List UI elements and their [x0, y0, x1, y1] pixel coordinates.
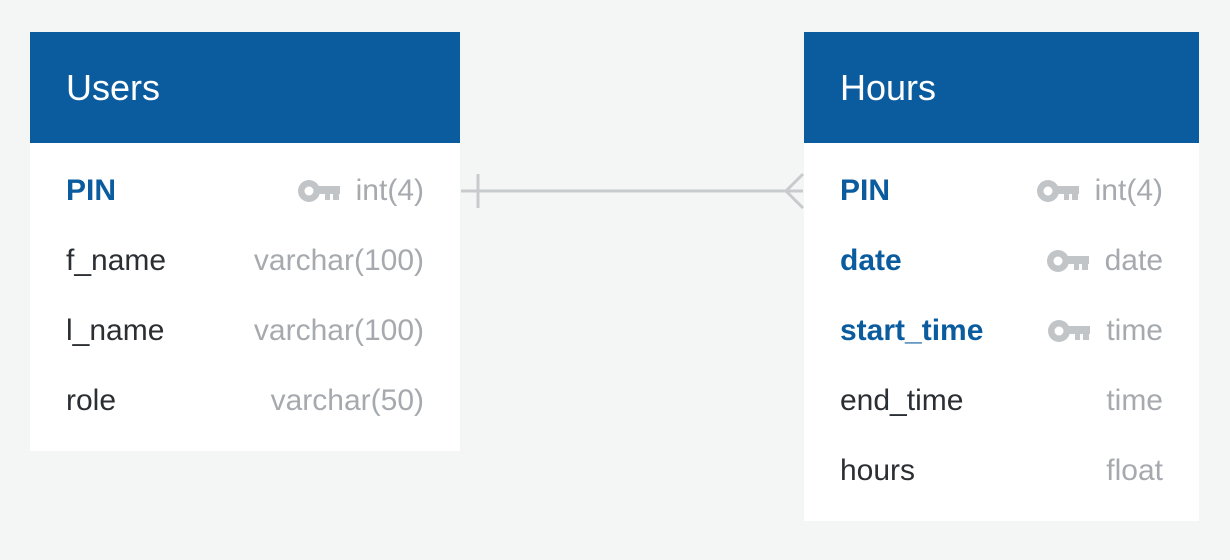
column-row[interactable]: role varchar(50)	[30, 366, 460, 436]
column-name: f_name	[66, 244, 167, 277]
column-name: l_name	[66, 314, 165, 347]
key-icon	[1036, 179, 1079, 203]
hours-table[interactable]: Hours PIN int(4) date date start_time	[804, 32, 1199, 521]
column-type: int(4)	[1094, 174, 1163, 207]
column-row[interactable]: PIN int(4)	[30, 156, 460, 226]
column-name: PIN	[840, 174, 891, 207]
column-row[interactable]: hours float	[804, 436, 1199, 506]
column-type: varchar(100)	[253, 314, 424, 347]
users-table[interactable]: Users PIN int(4) f_name varchar(100) l_n…	[30, 32, 460, 451]
column-row[interactable]: f_name varchar(100)	[30, 226, 460, 296]
column-name: PIN	[66, 174, 117, 207]
column-list: PIN int(4) date date start_time	[804, 143, 1199, 506]
many-cardinality-marker	[783, 172, 805, 210]
column-name: start_time	[840, 314, 984, 347]
column-name: date	[840, 244, 902, 277]
column-row[interactable]: l_name varchar(100)	[30, 296, 460, 366]
column-type: varchar(100)	[253, 244, 424, 277]
column-type: time	[1106, 384, 1163, 417]
key-icon	[1048, 319, 1091, 343]
column-type: float	[1106, 454, 1163, 487]
column-name: hours	[840, 454, 916, 487]
key-icon	[1046, 249, 1089, 273]
column-type: varchar(50)	[270, 384, 424, 417]
key-icon	[297, 179, 340, 203]
column-type: date	[1104, 244, 1163, 277]
column-name: role	[66, 384, 117, 417]
table-title: Users	[30, 32, 460, 143]
column-type: int(4)	[355, 174, 424, 207]
column-row[interactable]: PIN int(4)	[804, 156, 1199, 226]
column-row[interactable]: date date	[804, 226, 1199, 296]
table-title: Hours	[804, 32, 1199, 143]
column-type: time	[1106, 314, 1163, 347]
column-row[interactable]: start_time time	[804, 296, 1199, 366]
column-list: PIN int(4) f_name varchar(100) l_name va…	[30, 143, 460, 436]
column-row[interactable]: end_time time	[804, 366, 1199, 436]
column-name: end_time	[840, 384, 964, 417]
